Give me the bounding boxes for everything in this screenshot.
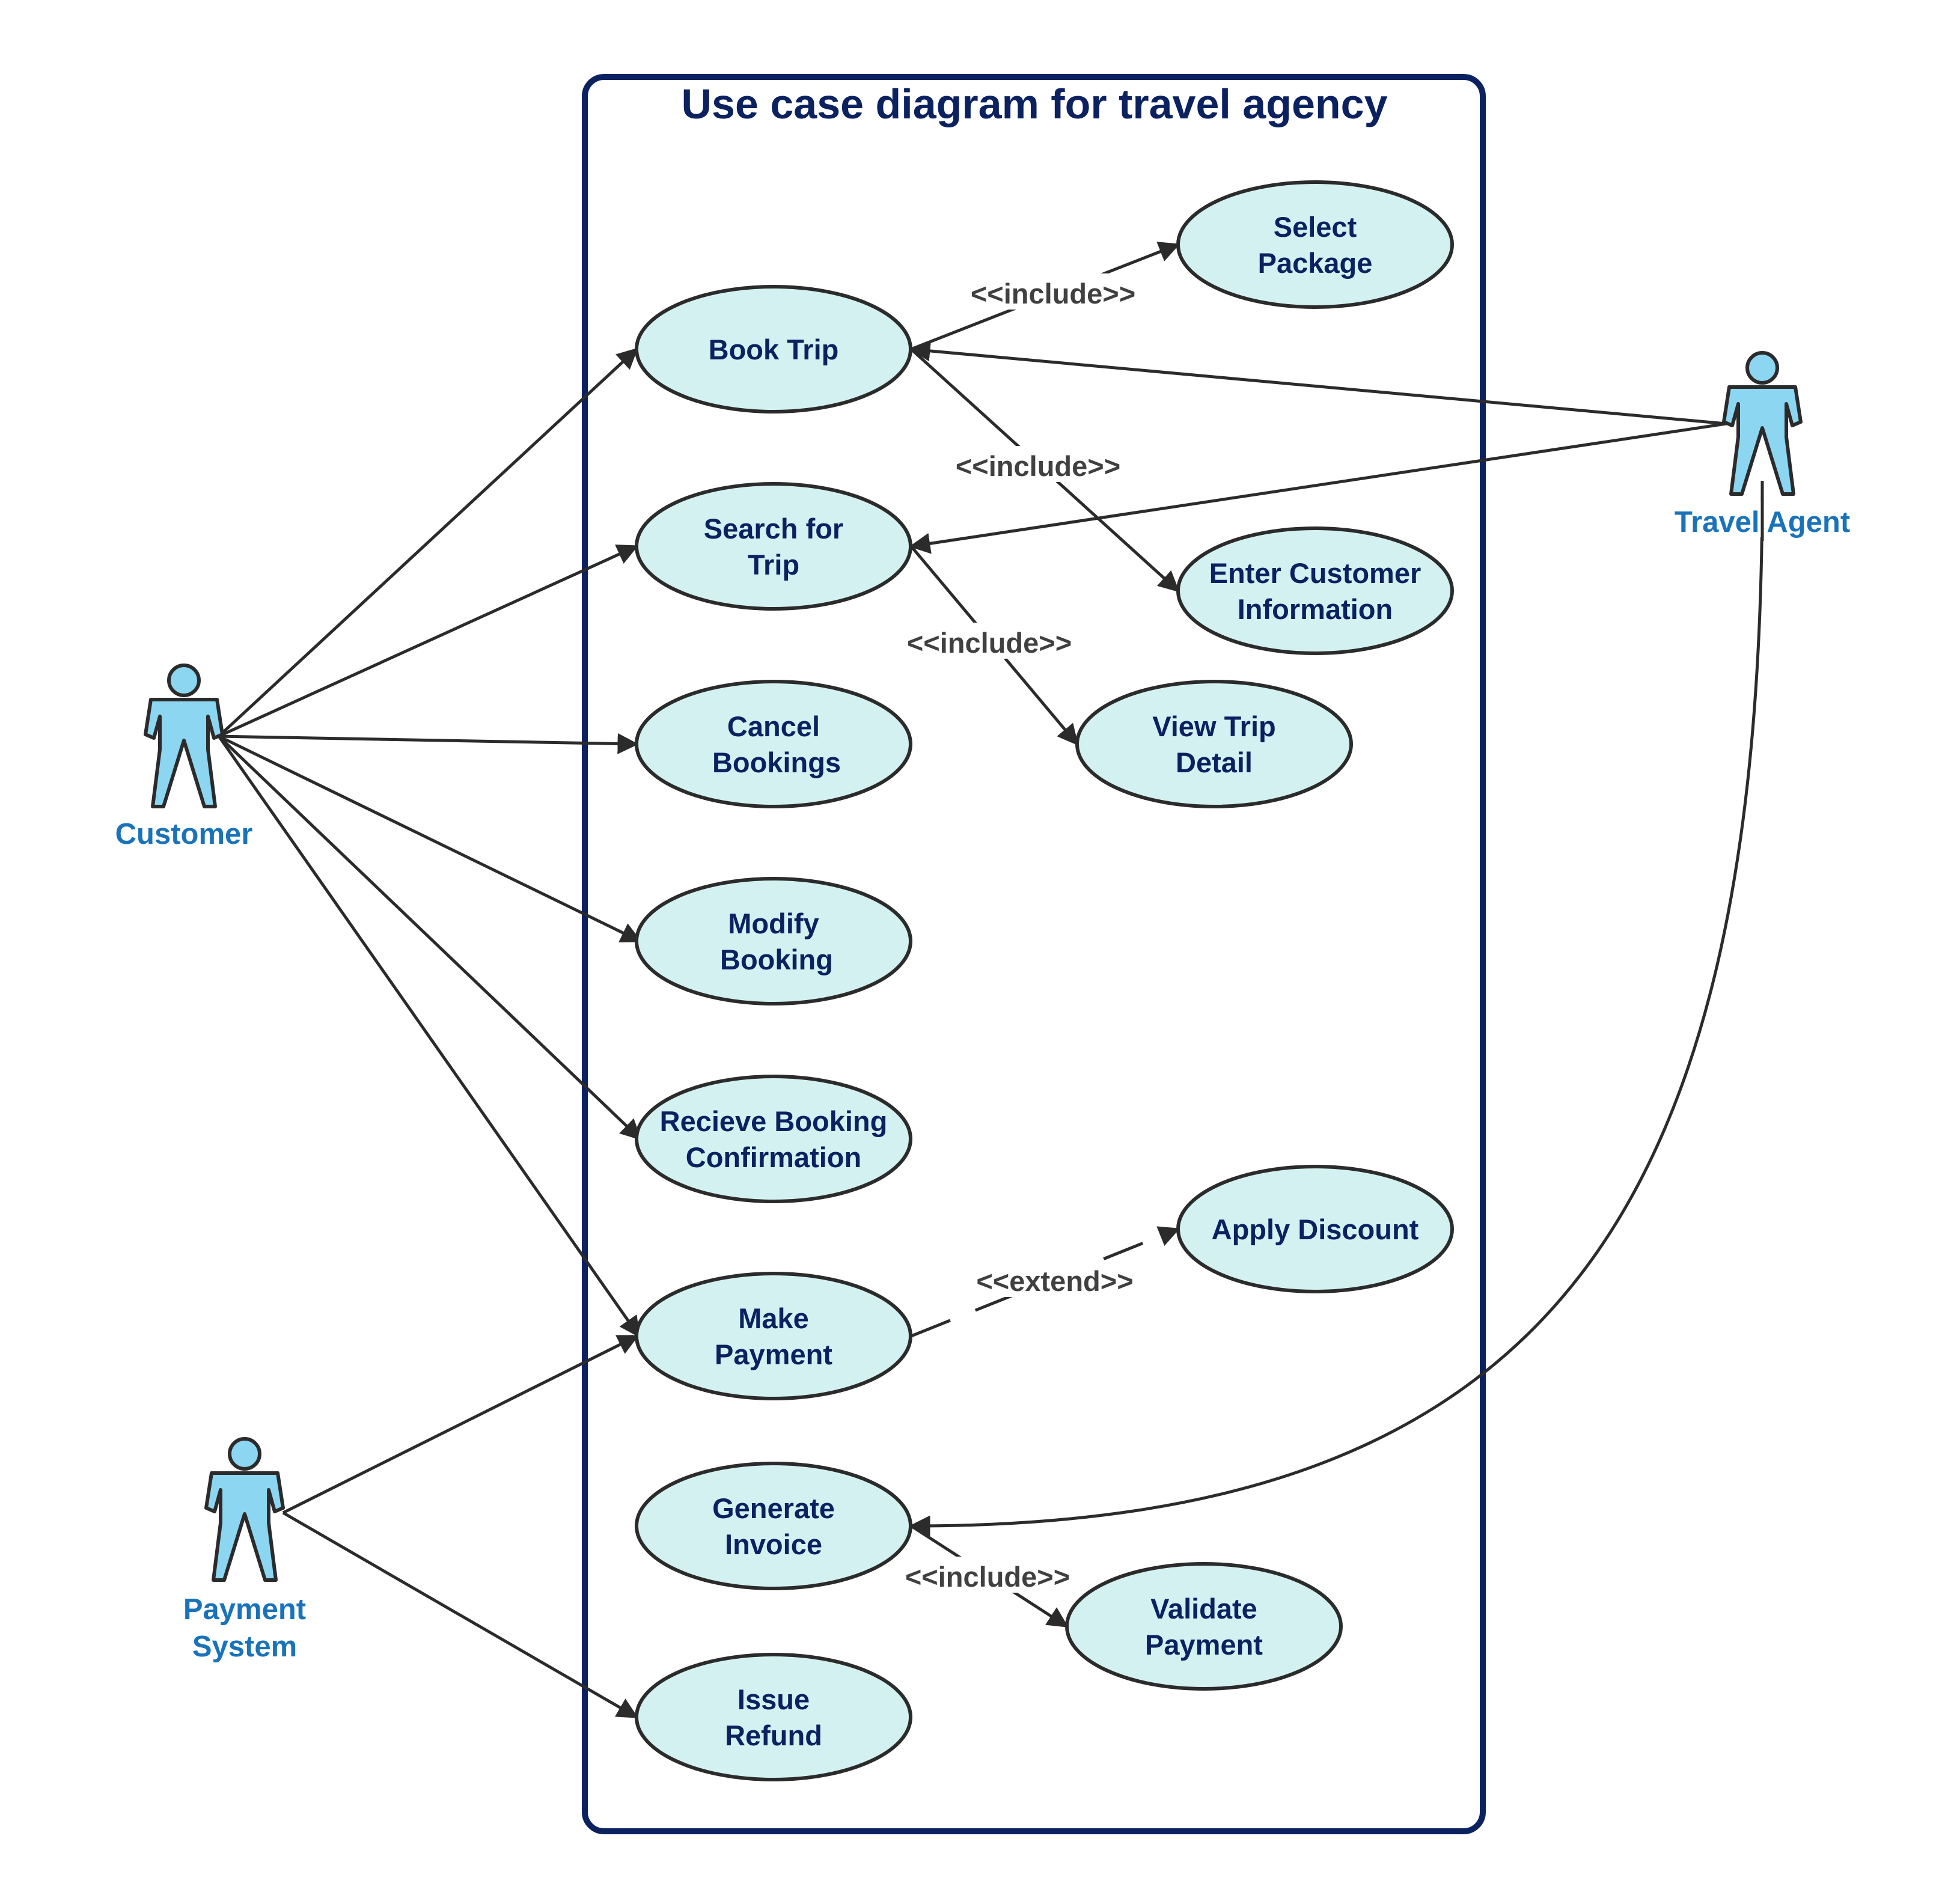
actor-icon — [204, 1437, 285, 1582]
use-case-label: Modify — [728, 908, 819, 939]
use-case-label: View Trip — [1152, 710, 1276, 742]
use-case-label: Confirmation — [686, 1141, 861, 1173]
use-case-label: Generate — [712, 1492, 835, 1524]
use-case-book-trip[interactable]: Book Trip — [635, 285, 912, 413]
use-case-label: Recieve Booking — [660, 1105, 888, 1137]
include-label: <<include>> — [971, 278, 1135, 310]
use-case-select-package[interactable]: Select Package — [1176, 180, 1454, 309]
use-case-label: Detail — [1176, 746, 1253, 778]
use-case-label: Validate — [1150, 1593, 1257, 1625]
actor-icon — [1722, 351, 1803, 496]
use-case-cancel-bookings[interactable]: Cancel Bookings — [635, 680, 912, 808]
use-case-enter-customer-info[interactable]: Enter Customer Information — [1176, 526, 1454, 655]
extend-label: <<extend>> — [976, 1265, 1133, 1297]
edge-customer-make-payment[interactable] — [217, 735, 641, 1338]
actor-label: Customer — [115, 818, 253, 850]
use-case-receive-confirmation[interactable]: Recieve Booking Confirmation — [635, 1075, 912, 1203]
edge-agent-generate-invoice[interactable] — [909, 480, 1764, 1537]
edge-agent-book-trip[interactable] — [909, 340, 1727, 426]
actor-label: System — [192, 1631, 297, 1663]
use-case-label: Issue — [737, 1683, 810, 1715]
use-case-label: Trip — [748, 549, 799, 581]
edge-customer-cancel-bookings[interactable] — [218, 733, 639, 754]
use-case-label: Refund — [725, 1719, 822, 1751]
edge-agent-search-trip[interactable] — [909, 422, 1727, 554]
use-case-label: Make — [738, 1302, 809, 1334]
use-case-label: Bookings — [712, 746, 841, 778]
edge-customer-book-trip[interactable] — [218, 347, 638, 737]
use-case-label: Book Trip — [709, 334, 839, 365]
edge-customer-modify-booking[interactable] — [218, 734, 643, 943]
use-case-label: Payment — [1145, 1629, 1263, 1661]
use-case-apply-discount[interactable]: Apply Discount — [1176, 1165, 1454, 1293]
include-label: <<include>> — [907, 627, 1072, 659]
use-case-modify-booking[interactable]: Modify Booking — [635, 877, 912, 1005]
use-case-label: Payment — [715, 1338, 832, 1370]
actor-customer[interactable]: Customer — [115, 664, 253, 850]
use-case-label: Cancel — [727, 710, 820, 742]
actor-payment-system[interactable]: Payment System — [183, 1437, 306, 1663]
use-case-label: Enter Customer — [1209, 557, 1421, 589]
edge-customer-receive-confirmation[interactable] — [218, 735, 642, 1141]
use-case-validate-payment[interactable]: Validate Payment — [1065, 1562, 1343, 1691]
actor-icon — [144, 664, 224, 808]
include-label: <<include>> — [956, 450, 1120, 482]
edge-customer-search-trip[interactable] — [218, 545, 639, 738]
use-case-label: Apply Discount — [1212, 1213, 1419, 1245]
use-case-generate-invoice[interactable]: Generate Invoice — [635, 1462, 912, 1590]
edges — [217, 242, 1764, 1719]
actor-label: Payment — [183, 1593, 306, 1626]
include-label: <<include>> — [905, 1561, 1070, 1593]
use-case-issue-refund[interactable]: Issue Refund — [635, 1653, 912, 1781]
edge-payment-make-payment[interactable] — [282, 1334, 640, 1515]
use-case-search-trip[interactable]: Search for Trip — [635, 482, 912, 611]
use-case-label: Invoice — [725, 1528, 822, 1560]
diagram-title: Use case diagram for travel agency — [681, 81, 1387, 127]
use-case-label: Booking — [720, 944, 833, 975]
use-case-view-trip-detail[interactable]: View Trip Detail — [1075, 680, 1353, 808]
use-case-make-payment[interactable]: Make Payment — [635, 1272, 912, 1400]
use-case-label: Information — [1238, 593, 1393, 625]
relation-labels: <<include>> <<include>> <<include>> <<ex… — [899, 273, 1145, 1593]
use-case-label: Search for — [704, 513, 843, 545]
edge-payment-issue-refund[interactable] — [282, 1511, 639, 1719]
use-case-label: Package — [1258, 247, 1373, 279]
use-case-label: Select — [1274, 211, 1357, 243]
